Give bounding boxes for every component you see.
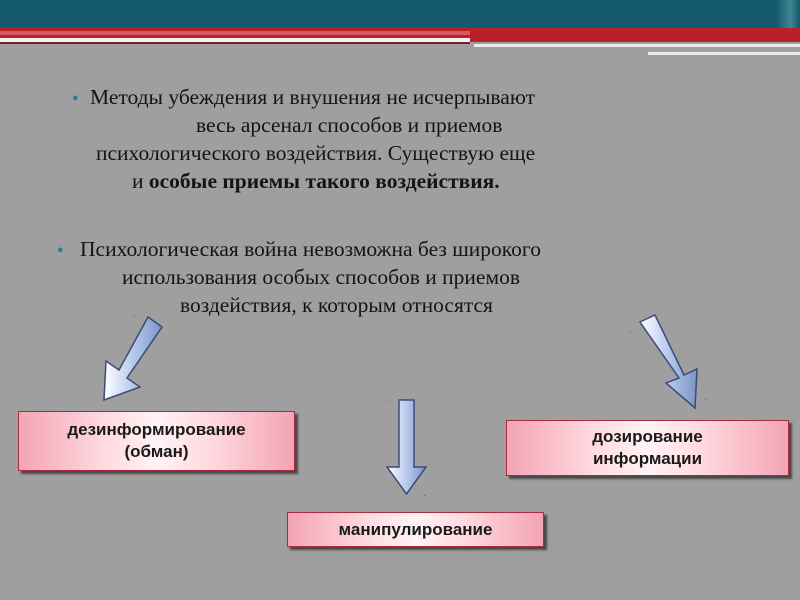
bullet-2-line-1: Психологическая война невозможна без шир…	[80, 237, 541, 261]
header-red-highlight	[0, 31, 470, 35]
header-shine	[776, 0, 800, 28]
header-dark-stripe	[0, 42, 470, 44]
handle-dot: .	[386, 396, 388, 404]
bullet-1-line-1: Методы убеждения и внушения не исчерпыва…	[90, 85, 536, 109]
header-band	[0, 0, 800, 28]
center-down-arrow-icon	[385, 399, 428, 496]
bullet-dot-icon: ●	[57, 244, 64, 256]
disinformation-box-line-1: дезинформирование	[67, 420, 246, 439]
bullet-1-line-4: и особые приемы такого воздействия.	[90, 167, 750, 195]
dosing-box-line-2: информации	[592, 449, 703, 468]
bullet-1-line-2: весь арсенал способов и приемов	[196, 113, 503, 137]
bullet-2-line-2: использования особых способов и приемов	[122, 265, 520, 289]
bullet-1: ● Методы убеждения и внушения не исчерпы…	[72, 83, 750, 195]
manipulation-box: манипулирование	[287, 512, 544, 547]
bullet-2: ● Психологическая война невозможна без ш…	[57, 235, 760, 319]
manipulation-box-label: манипулирование	[338, 519, 493, 539]
bullet-1-line-4-prefix: и	[132, 169, 149, 193]
header-white-stripe-short	[648, 52, 800, 55]
header-white-stripe-right	[474, 44, 800, 47]
left-down-arrow-icon	[103, 315, 164, 402]
handle-dot: .	[134, 311, 136, 319]
handle-dot: .	[630, 327, 632, 335]
handle-dot: .	[705, 394, 707, 402]
bullet-2-line-3: воздействия, к которым относятся	[180, 293, 493, 317]
bullet-dot-icon: ●	[72, 92, 79, 104]
header-white-stripe-left	[0, 38, 470, 42]
handle-dot: .	[424, 490, 426, 498]
bullet-1-line-3: психологического воздействия. Существую …	[96, 141, 536, 165]
dosing-box-line-1: дозирование	[592, 427, 703, 446]
dosing-information-box: дозирование информации	[506, 420, 789, 476]
right-down-arrow-icon	[638, 314, 698, 410]
bullet-1-emphasis: особые приемы такого воздействия.	[148, 169, 500, 193]
disinformation-box-line-2: (обман)	[124, 442, 189, 461]
disinformation-box: дезинформирование (обман)	[18, 411, 295, 471]
